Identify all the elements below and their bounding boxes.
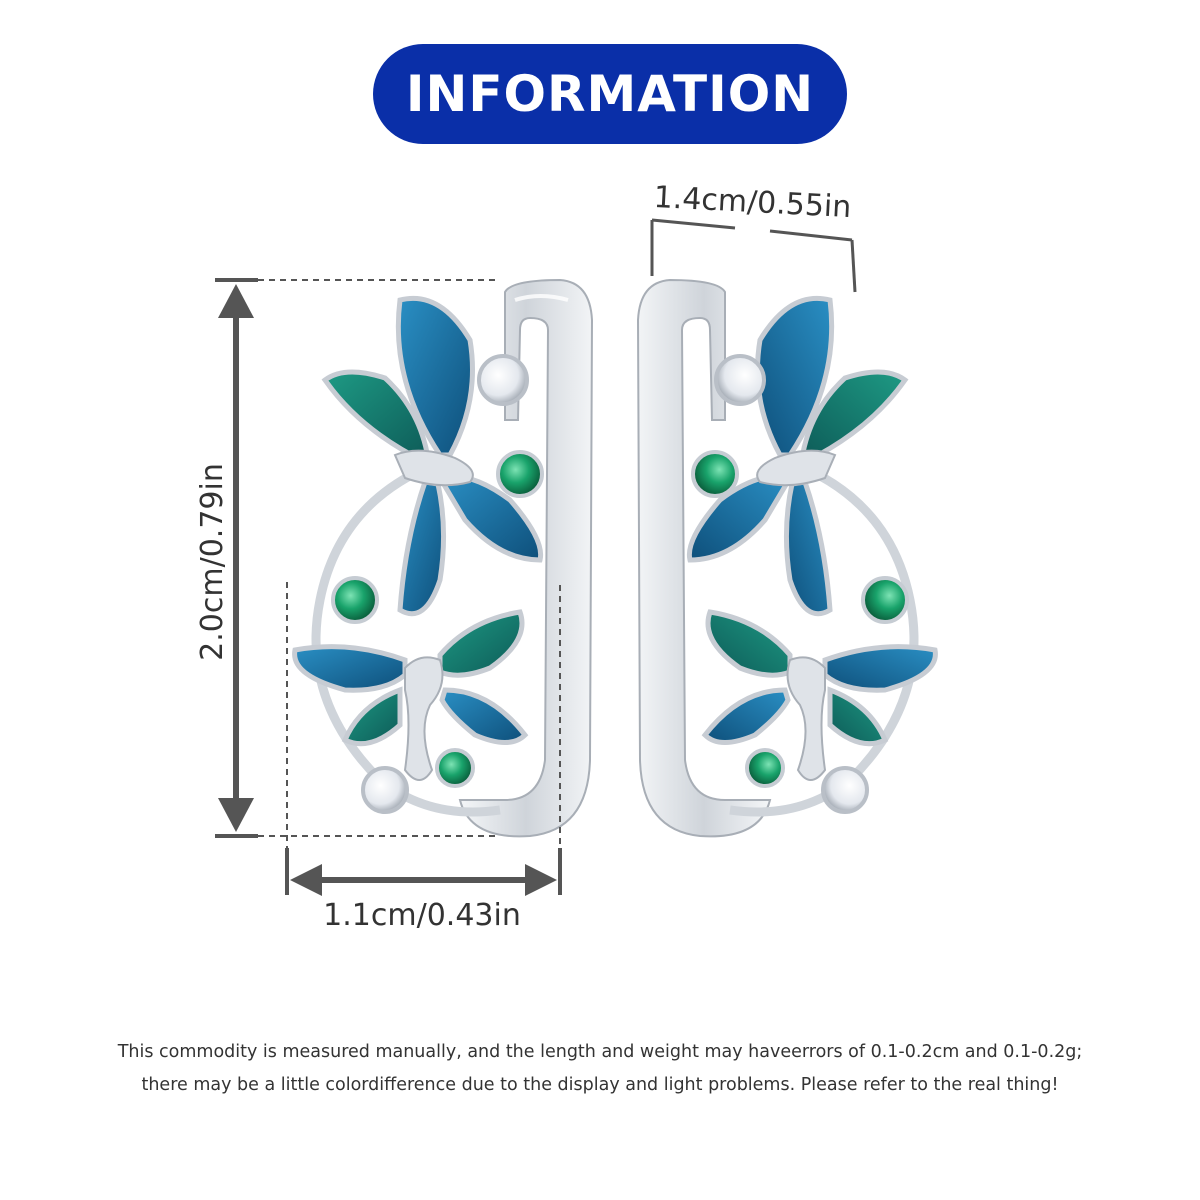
information-banner: INFORMATION (373, 44, 847, 144)
left-upper-dragonfly (321, 295, 544, 617)
disclaimer-note: This commodity is measured manually, and… (0, 1036, 1200, 1102)
height-label: 2.0cm/0.79in (195, 463, 230, 661)
disclaimer-line-1: This commodity is measured manually, and… (117, 1042, 1083, 1062)
left-green-stone-1 (496, 450, 544, 498)
left-earring (292, 278, 594, 838)
depth-dimension: 1.4cm/0.55in (650, 180, 857, 293)
height-dimension: 2.0cm/0.79in (195, 278, 500, 838)
left-lower-dragonfly (292, 609, 529, 781)
left-white-stone-top (477, 354, 529, 406)
left-green-stone-2 (331, 576, 379, 624)
width-label: 1.1cm/0.43in (323, 898, 521, 933)
right-earring (636, 278, 938, 838)
depth-label: 1.4cm/0.55in (653, 180, 852, 225)
banner-title: INFORMATION (405, 65, 815, 123)
left-green-stone-3 (435, 748, 475, 788)
disclaimer-line-2: there may be a little colordifference du… (141, 1075, 1059, 1095)
left-white-stone-bottom (361, 766, 409, 814)
width-dimension: 1.1cm/0.43in (285, 582, 562, 933)
